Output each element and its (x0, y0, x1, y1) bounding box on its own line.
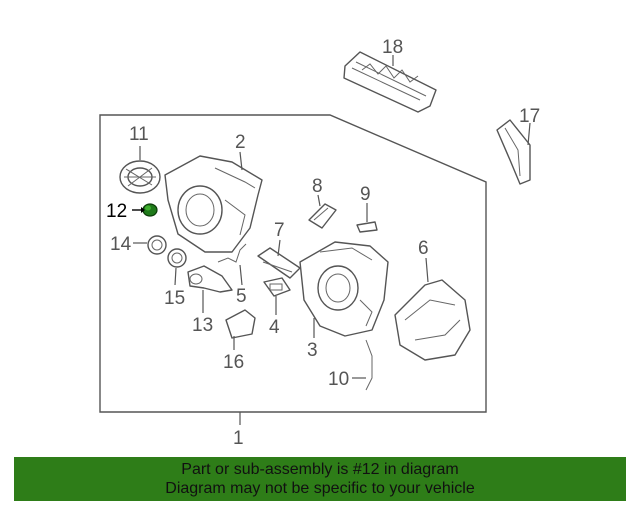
callout-18: 18 (382, 37, 403, 58)
part-12-highlighted[interactable] (132, 203, 158, 217)
callout-6: 6 (418, 238, 429, 259)
callout-15: 15 (164, 288, 185, 309)
banner-line-part-number: Part or sub-assembly is #12 in diagram (181, 461, 459, 478)
info-banner: Part or sub-assembly is #12 in diagram D… (14, 457, 626, 501)
callout-1: 1 (233, 428, 244, 449)
callout-8: 8 (312, 176, 323, 197)
assembly-frame (99, 114, 487, 413)
callout-3: 3 (307, 340, 318, 361)
callout-17: 17 (519, 106, 540, 127)
part-16-bracket[interactable] (225, 309, 256, 350)
part-4-actuator[interactable] (263, 277, 291, 315)
part-8-filter[interactable] (308, 194, 337, 229)
callout-4: 4 (269, 317, 280, 338)
banner-line-disclaimer: Diagram may not be specific to your vehi… (165, 480, 475, 497)
part-18-filter[interactable] (343, 51, 437, 113)
callout-7: 7 (274, 220, 285, 241)
callout-14: 14 (110, 234, 132, 255)
callout-11: 11 (129, 124, 149, 145)
part-5-wire[interactable] (217, 243, 247, 286)
callout-5: 5 (236, 286, 247, 307)
part-10-drain-hose[interactable] (352, 339, 373, 391)
part-14-ring[interactable] (133, 235, 167, 255)
part-15-ring[interactable] (167, 248, 187, 286)
part-9-tab[interactable] (356, 203, 378, 233)
part-2-blower-housing[interactable] (164, 151, 263, 253)
callout-9: 9 (360, 184, 371, 205)
part-6-cover[interactable] (394, 257, 471, 361)
callout-2: 2 (235, 132, 246, 153)
part-7-flap[interactable] (257, 239, 301, 279)
part-17-duct[interactable] (496, 119, 531, 185)
part-3-case[interactable] (299, 241, 389, 338)
callout-12: 12 (106, 201, 127, 222)
callout-13: 13 (192, 315, 213, 336)
callout-10: 10 (328, 369, 349, 390)
part-11-blower-fan[interactable] (119, 146, 161, 194)
part-13-motor[interactable] (187, 265, 233, 313)
callout-16: 16 (223, 352, 244, 373)
